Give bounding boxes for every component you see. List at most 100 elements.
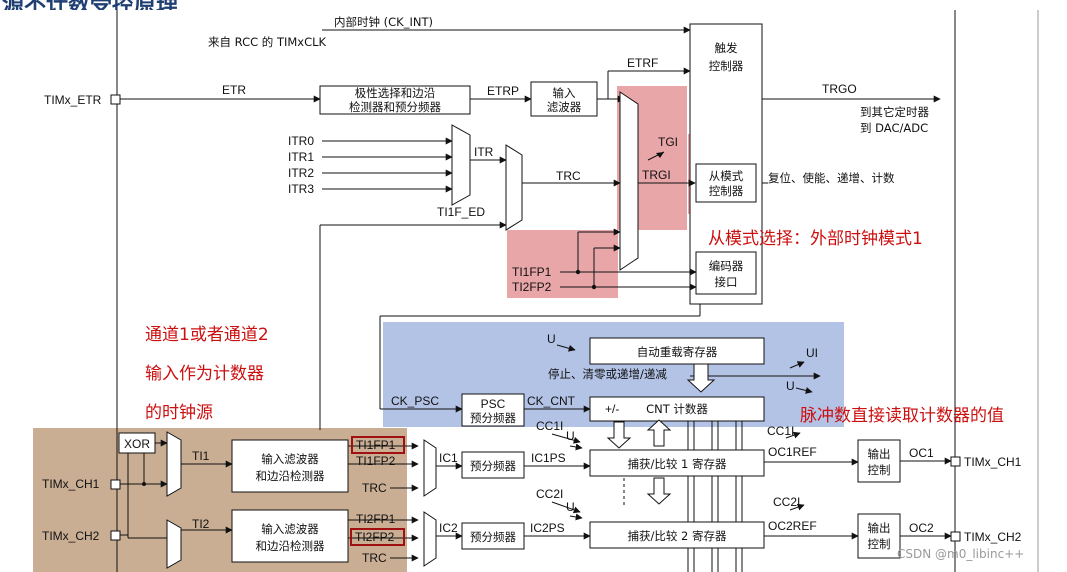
etr-pin-label: TIMx_ETR [44, 93, 102, 107]
ti2fp2-label: TI2FP2 [512, 280, 552, 294]
trgo-label: TRGO [822, 82, 857, 96]
cc2i-a-label: CC2I [536, 487, 563, 501]
trc-label: TRC [556, 169, 581, 183]
ch2-in-label: TIMx_CH2 [42, 529, 100, 543]
ic2ps-label: IC2PS [530, 521, 565, 535]
arr-label: 自动重载寄存器 [637, 345, 718, 359]
ic2-label: IC2 [439, 521, 458, 535]
slave-actions-label: 复位、使能、递增、计数 [768, 171, 895, 185]
u1-label: U [547, 332, 556, 346]
channel-annotation-line1: 通道1或者通道2 [145, 325, 269, 345]
ccr2-block [589, 521, 765, 549]
prescaler1-label: 预分频器 [470, 459, 516, 473]
ch1-out-pin [950, 456, 961, 467]
out1-line2: 控制 [868, 463, 891, 477]
ch2-out-label: TIMx_CH2 [964, 530, 1022, 544]
psc-block [461, 393, 525, 427]
cnt-label: CNT 计数器 [646, 402, 708, 416]
itr1-label: ITR1 [288, 150, 314, 164]
ch1-in-label: TIMx_CH1 [42, 477, 100, 491]
xor-label: XOR [124, 437, 150, 451]
input-filter-line2: 滤波器 [547, 100, 582, 114]
etrf-label: ETRF [627, 56, 658, 70]
ti1f-ed-label: TI1F_ED [437, 205, 485, 219]
rcc-label: 来自 RCC 的 TIMxCLK [208, 35, 327, 49]
itr-label: ITR [474, 145, 494, 159]
ti1-label: TI1 [192, 449, 210, 463]
ti2-mux [166, 519, 182, 569]
cnt-modes-label: 停止、清零或递增/递减 [548, 367, 667, 381]
etr-pin [110, 94, 121, 105]
ti2fp2-outline [350, 528, 405, 546]
psc-label: PSC [481, 397, 506, 411]
ck-psc-label: CK_PSC [391, 394, 439, 408]
ch2-filter-line1: 输入滤波器 [261, 522, 319, 536]
cnt-block [589, 396, 765, 422]
prescaler1-block [461, 451, 525, 479]
ch1-filter-block [231, 439, 349, 493]
ch2-filter-block [231, 509, 349, 563]
prescaler2-block [461, 522, 525, 550]
to-timer-line1: 到其它定时器 [860, 105, 929, 119]
out1-block [857, 439, 901, 483]
etr-label: ETR [222, 83, 246, 97]
ch2-trc-label: TRC [362, 551, 387, 565]
cc1i-b-label: CC1I [767, 424, 794, 438]
cc1i-a-label: CC1I [536, 419, 563, 433]
trigger-line2: 控制器 [709, 59, 744, 73]
ch1-in-pin [110, 479, 121, 490]
u4-label: U [566, 500, 575, 514]
u2-label: U [786, 379, 795, 393]
ic2-mux [423, 511, 437, 567]
ccr1-label: 捕获/比较 1 寄存器 [627, 457, 727, 471]
ic1-mux [423, 439, 437, 497]
slave-line2: 控制器 [709, 184, 744, 198]
itr3-label: ITR3 [288, 182, 314, 196]
input-filter-block [530, 81, 598, 117]
channel-input-highlight [33, 428, 407, 572]
polarity-line1: 极性选择和边沿 [355, 86, 436, 100]
out1-line1: 输出 [868, 447, 891, 461]
encoder-line1: 编码器 [709, 259, 744, 273]
ck-cnt-label: CK_CNT [527, 394, 576, 408]
ccr1-block [589, 449, 765, 477]
oc2-label: OC2 [909, 521, 934, 535]
ic1ps-label: IC1PS [531, 451, 566, 465]
cnt-pm-label: +/- [605, 402, 619, 416]
ccr2-label: 捕获/比较 2 寄存器 [627, 529, 727, 543]
out2-line2: 控制 [868, 537, 891, 551]
ui-label: UI [806, 346, 818, 360]
tgi-label: TGI [658, 135, 678, 149]
polarity-line2: 检测器和预分频器 [349, 100, 441, 114]
itr0-label: ITR0 [288, 134, 314, 148]
ch2-filter-line2: 和边沿检测器 [256, 539, 325, 553]
read-counter-annotation: 脉冲数直接读取计数器的值 [800, 406, 1004, 426]
ic1-label: IC1 [439, 451, 458, 465]
ch2-ti2fp2-label: TI2FP2 [355, 530, 395, 544]
ch2-ti2fp1-label: TI2FP1 [356, 512, 396, 526]
encoder-line2: 接口 [715, 275, 738, 289]
ti1fp1-label: TI1FP1 [512, 265, 552, 279]
oc2ref-label: OC2REF [768, 519, 817, 533]
ch2-in-pin [110, 530, 121, 541]
ch2-out-pin [950, 531, 961, 542]
ch1-out-label: TIMx_CH1 [964, 455, 1022, 469]
ch1-ti1fp1-label: TI1FP1 [356, 438, 396, 452]
arr-block [589, 337, 765, 365]
prescaler2-label: 预分频器 [470, 530, 516, 544]
trgi-label: TRGI [642, 168, 671, 182]
trigger-line1: 触发 [715, 41, 738, 55]
slave-controller-block [695, 163, 757, 203]
ck-int-label: 内部时钟 (CK_INT) [334, 15, 433, 29]
itr2-label: ITR2 [288, 166, 314, 180]
u3-label: U [566, 429, 575, 443]
psc-sub-label: 预分频器 [470, 411, 516, 425]
slave-select-annotation: 从模式选择：外部时钟模式1 [708, 229, 923, 249]
page-title: 源不计数受控原理 [0, 0, 450, 10]
ch1-trc-label: TRC [362, 481, 387, 495]
polarity-block [319, 85, 471, 115]
page-title-text: 源不计数受控原理 [2, 0, 450, 10]
input-filter-line1: 输入 [553, 86, 576, 100]
